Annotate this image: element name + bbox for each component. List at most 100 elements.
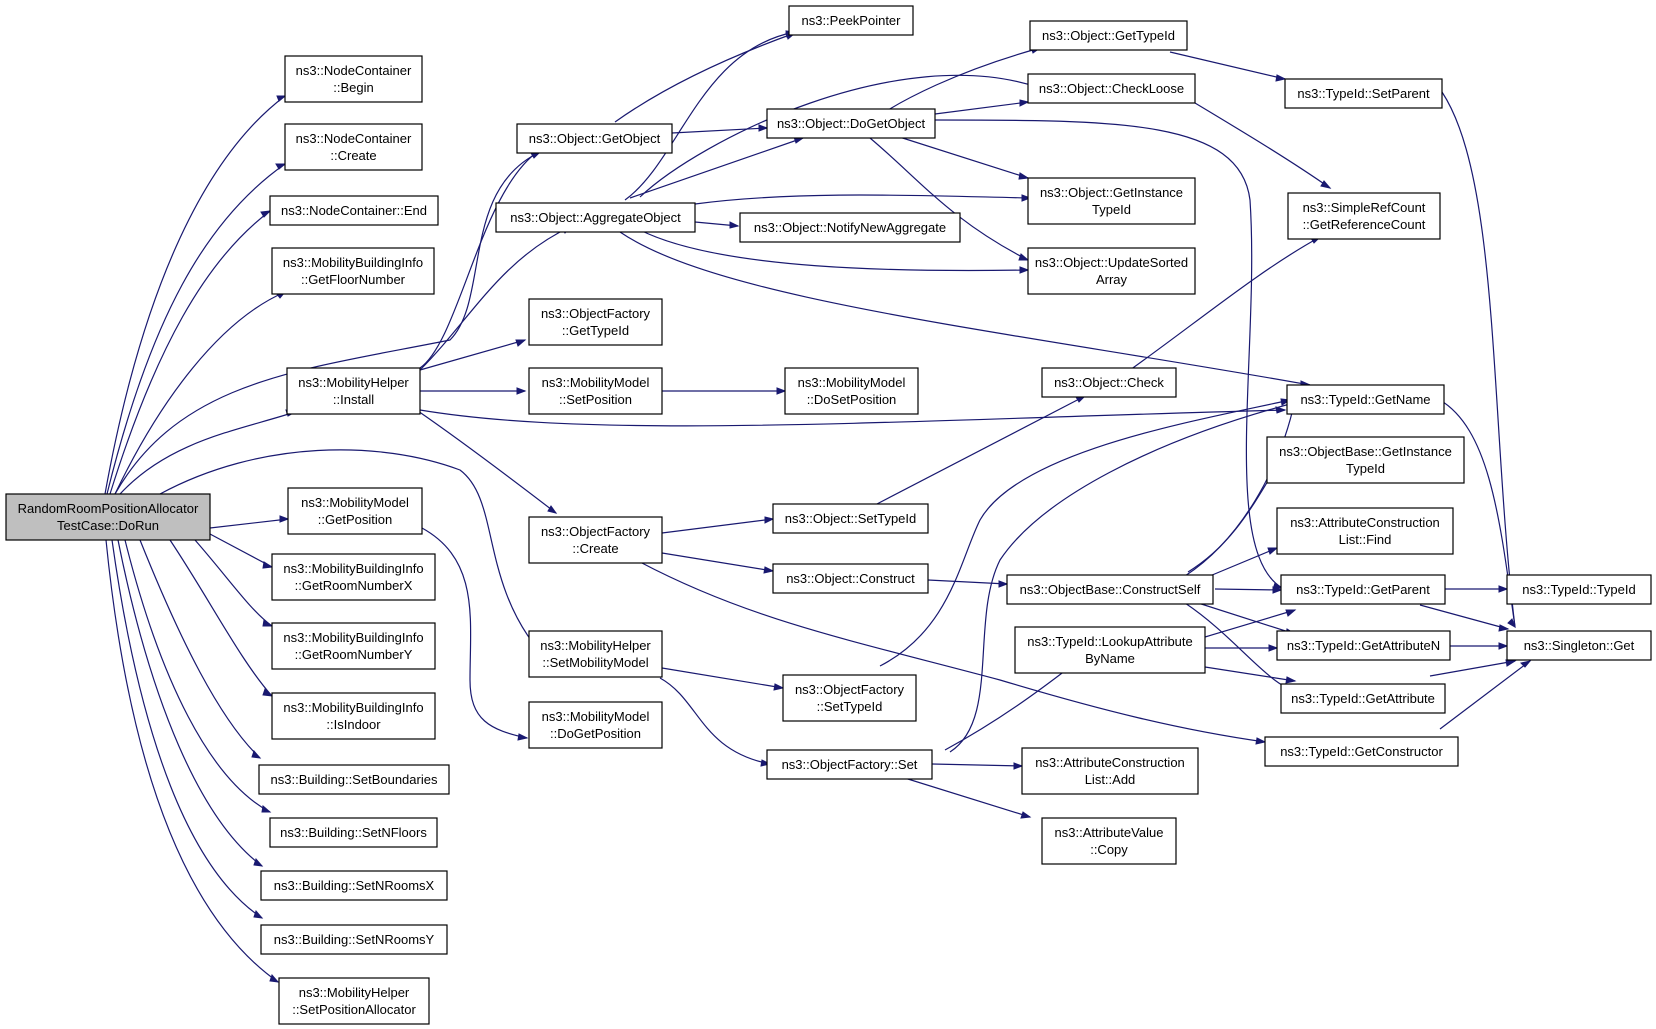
node-label-line: ns3::MobilityModel xyxy=(542,375,650,390)
node-label-line: ns3::ObjectFactory xyxy=(795,682,905,697)
node-label-line: ns3::MobilityModel xyxy=(542,709,650,724)
edge xyxy=(1169,51,1286,80)
node-root[interactable]: RandomRoomPositionAllocatorTestCase::DoR… xyxy=(5,493,211,541)
node-t-getctor[interactable]: ns3::TypeId::GetConstructor xyxy=(1264,736,1459,767)
edge xyxy=(169,539,273,697)
node-of-settypeid[interactable]: ns3::ObjectFactory::SetTypeId xyxy=(782,674,917,722)
node-label-line: ns3::Singleton::Get xyxy=(1524,638,1635,653)
node-mbi-indoor[interactable]: ns3::MobilityBuildingInfo::IsIndoor xyxy=(271,692,436,740)
node-box xyxy=(5,493,211,541)
edge xyxy=(927,579,1008,585)
node-label-line: ns3::MobilityBuildingInfo xyxy=(283,561,423,576)
node-label-line: ns3::Object::Construct xyxy=(786,571,915,586)
arrowhead xyxy=(1272,586,1283,594)
node-b-bounds[interactable]: ns3::Building::SetBoundaries xyxy=(258,764,450,795)
node-mh-install[interactable]: ns3::MobilityHelper::Install xyxy=(286,367,421,415)
node-singleton[interactable]: ns3::Singleton::Get xyxy=(1506,630,1652,661)
node-label-line: ::Begin xyxy=(333,80,373,95)
node-nc-end[interactable]: ns3::NodeContainer::End xyxy=(269,195,439,226)
node-mbi-floor[interactable]: ns3::MobilityBuildingInfo::GetFloorNumbe… xyxy=(271,247,435,295)
node-label-line: ns3::TypeId::LookupAttribute xyxy=(1027,634,1193,649)
node-label-line: ns3::Object::NotifyNewAggregate xyxy=(754,220,946,235)
edge xyxy=(1184,399,1296,577)
node-nc-create[interactable]: ns3::NodeContainer::Create xyxy=(284,123,423,171)
node-o-getobject[interactable]: ns3::Object::GetObject xyxy=(516,123,673,154)
node-mm-dogetpos[interactable]: ns3::MobilityModel::DoGetPosition xyxy=(528,701,663,749)
node-label-line: ::IsIndoor xyxy=(326,717,381,732)
node-ob-construct[interactable]: ns3::ObjectBase::ConstructSelf xyxy=(1006,574,1214,605)
node-o-check[interactable]: ns3::Object::Check xyxy=(1041,367,1177,398)
edge xyxy=(1129,236,1321,371)
node-mm-dosetpos[interactable]: ns3::MobilityModel::DoSetPosition xyxy=(784,367,919,415)
node-t-getattrn[interactable]: ns3::TypeId::GetAttributeN xyxy=(1276,630,1451,661)
node-box xyxy=(271,622,436,670)
node-label-line: ns3::Building::SetNRoomsY xyxy=(274,932,435,947)
edge xyxy=(694,194,1031,205)
edge xyxy=(119,411,296,495)
node-of-create[interactable]: ns3::ObjectFactory::Create xyxy=(528,516,663,564)
node-label-line: ns3::Object::AggregateObject xyxy=(510,210,681,225)
node-o-notify[interactable]: ns3::Object::NotifyNewAggregate xyxy=(739,212,961,243)
node-o-gettypeid[interactable]: ns3::Object::GetTypeId xyxy=(1029,20,1188,51)
edge xyxy=(659,677,771,765)
node-mbi-roomx[interactable]: ns3::MobilityBuildingInfo::GetRoomNumber… xyxy=(271,553,436,601)
node-label-line: ::DoSetPosition xyxy=(807,392,897,407)
node-label-line: ns3::MobilityBuildingInfo xyxy=(283,630,423,645)
node-label-line: ns3::Object::GetInstance xyxy=(1040,185,1183,200)
arrowhead xyxy=(261,805,272,813)
edge xyxy=(614,32,796,123)
node-o-dogetobject[interactable]: ns3::Object::DoGetObject xyxy=(766,108,936,139)
edge xyxy=(894,774,1031,818)
edge xyxy=(949,399,1306,753)
node-label-line: ns3::TypeId::TypeId xyxy=(1522,582,1635,597)
node-mbi-roomy[interactable]: ns3::MobilityBuildingInfo::GetRoomNumber… xyxy=(271,622,436,670)
node-o-construct[interactable]: ns3::Object::Construct xyxy=(772,563,929,594)
edge xyxy=(419,409,1286,427)
node-label-line: TypeId xyxy=(1092,202,1131,217)
node-t-getattr[interactable]: ns3::TypeId::GetAttribute xyxy=(1280,683,1446,714)
node-of-gettypeid[interactable]: ns3::ObjectFactory::GetTypeId xyxy=(528,298,663,346)
node-src-getref[interactable]: ns3::SimpleRefCount::GetReferenceCount xyxy=(1287,192,1441,240)
edge xyxy=(619,231,1311,386)
node-nc-begin[interactable]: ns3::NodeContainer::Begin xyxy=(284,55,423,103)
arrowhead xyxy=(262,619,274,627)
node-av-copy[interactable]: ns3::AttributeValue::Copy xyxy=(1041,817,1177,865)
edge xyxy=(1439,660,1531,730)
node-peekpointer[interactable]: ns3::PeekPointer xyxy=(788,5,914,36)
node-label-line: ns3::MobilityModel xyxy=(301,495,409,510)
node-label-line: ns3::Object::GetTypeId xyxy=(1042,28,1175,43)
node-label-line: ns3::TypeId::GetAttributeN xyxy=(1287,638,1440,653)
node-mh-setpa[interactable]: ns3::MobilityHelper::SetPositionAllocato… xyxy=(278,977,430,1025)
node-of-set[interactable]: ns3::ObjectFactory::Set xyxy=(766,749,933,780)
node-b-floors[interactable]: ns3::Building::SetNFloors xyxy=(269,817,438,848)
arrowhead xyxy=(1285,676,1297,684)
node-b-roomsx[interactable]: ns3::Building::SetNRoomsX xyxy=(260,870,448,901)
node-label-line: ns3::Object::UpdateSorted xyxy=(1035,255,1188,270)
node-label-line: ::SetPositionAllocator xyxy=(292,1002,416,1017)
node-mm-getpos[interactable]: ns3::MobilityModel::GetPosition xyxy=(287,487,423,535)
node-t-getname[interactable]: ns3::TypeId::GetName xyxy=(1286,384,1445,415)
node-mh-setmm[interactable]: ns3::MobilityHelper::SetMobilityModel xyxy=(528,630,663,678)
node-o-aggregate[interactable]: ns3::Object::AggregateObject xyxy=(495,202,696,233)
arrowhead xyxy=(1018,253,1030,261)
node-t-getparent[interactable]: ns3::TypeId::GetParent xyxy=(1280,574,1446,605)
arrowhead xyxy=(260,210,272,218)
node-label-line: Array xyxy=(1096,272,1128,287)
node-b-roomsy[interactable]: ns3::Building::SetNRoomsY xyxy=(260,924,448,955)
node-o-settypeid[interactable]: ns3::Object::SetTypeId xyxy=(772,503,929,534)
node-t-setparent[interactable]: ns3::TypeId::SetParent xyxy=(1284,78,1443,109)
node-label-line: ns3::Building::SetBoundaries xyxy=(271,772,438,787)
edge xyxy=(117,539,263,867)
arrowhead xyxy=(1285,609,1297,617)
node-o-checkloose[interactable]: ns3::Object::CheckLoose xyxy=(1027,73,1196,104)
node-t-typeid[interactable]: ns3::TypeId::TypeId xyxy=(1506,574,1652,605)
node-mm-setpos[interactable]: ns3::MobilityModel::SetPosition xyxy=(528,367,663,415)
node-box xyxy=(1276,630,1451,661)
